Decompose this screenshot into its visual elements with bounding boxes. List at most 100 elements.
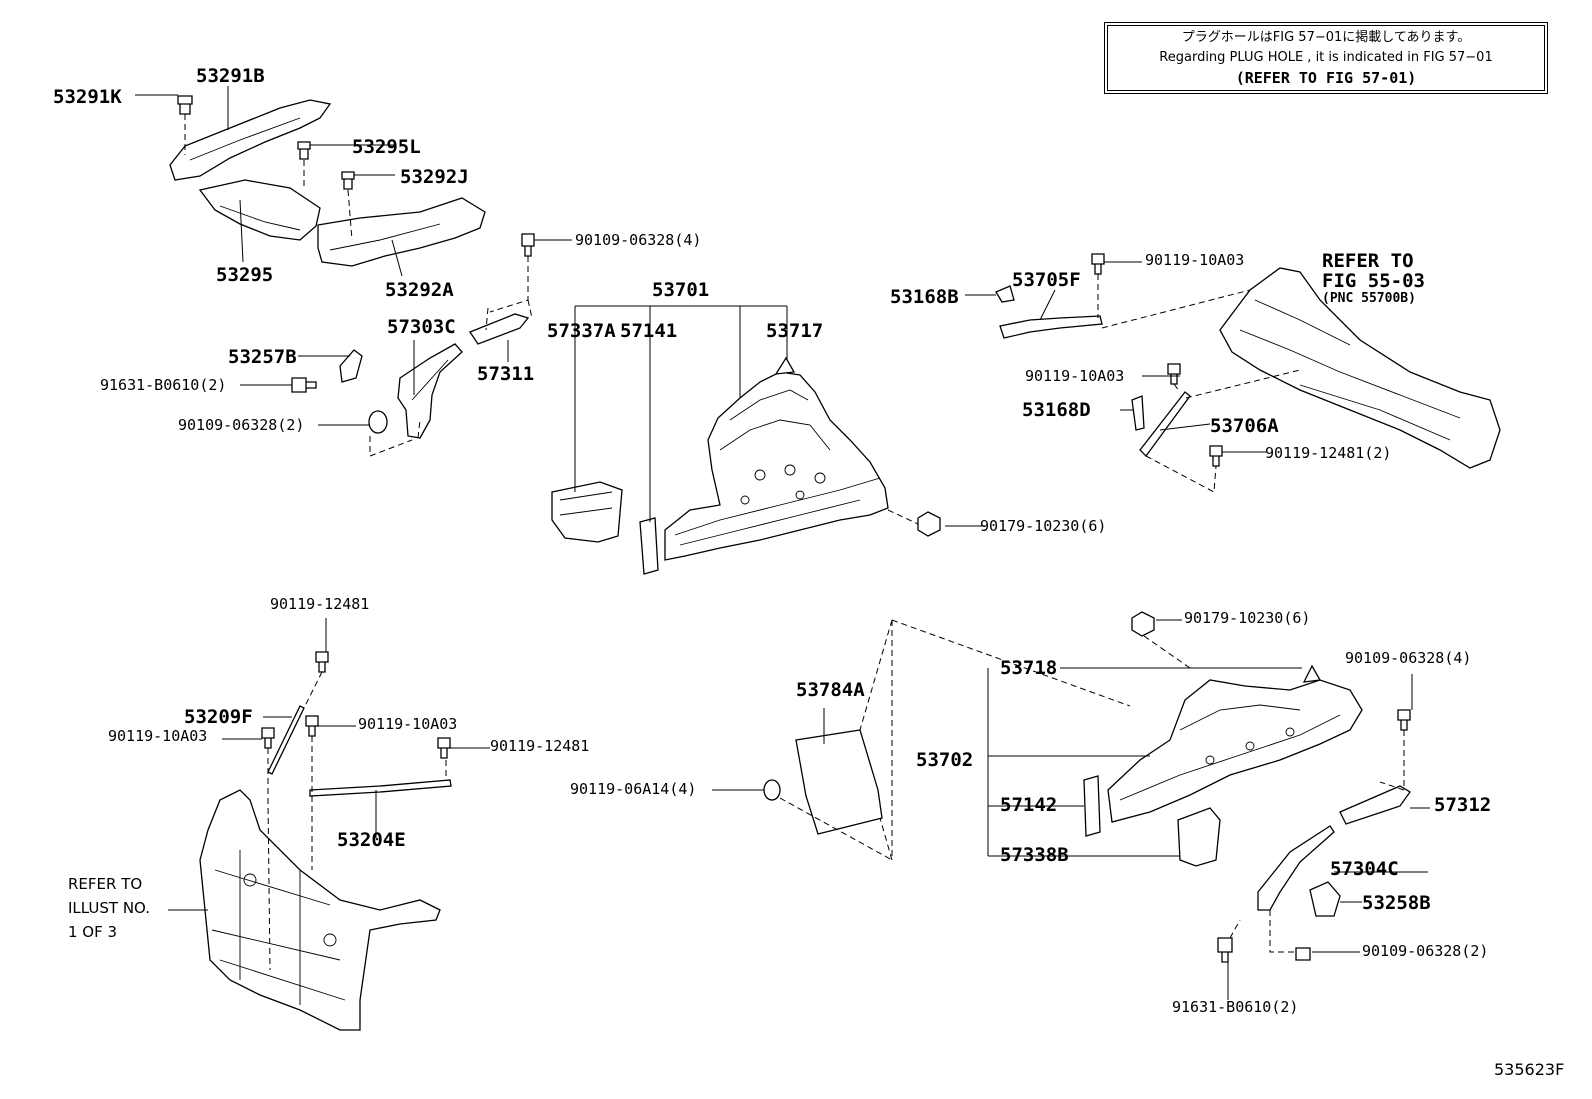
part-label: 90119-10A03: [1025, 367, 1124, 385]
bracket-57304c: [1257, 825, 1335, 911]
note-line-jp: プラグホールはFIG 57−01に掲載してあります。: [1181, 30, 1471, 45]
part-label: 90179-10230(6): [1184, 609, 1310, 627]
bolt-90119-10a03-c: [261, 727, 275, 749]
refer-illust-note: REFER TO ILLUST NO. 1 OF 3: [68, 872, 150, 944]
plate-57142: [1083, 775, 1101, 837]
plug-hole-note: プラグホールはFIG 57−01に掲載してあります。 Regarding PLU…: [1104, 22, 1548, 94]
under-cover-53295: [198, 179, 321, 241]
part-label: 57142: [1000, 794, 1057, 816]
bolt-90119-12481-single: [315, 651, 329, 673]
clip-53292j: [341, 171, 355, 190]
brace-57311: [469, 313, 530, 345]
brace-53705f: [999, 315, 1103, 339]
bracket-53717: [774, 356, 796, 375]
leader-lines: [135, 86, 1430, 1000]
part-label: 57338B: [1000, 844, 1069, 866]
part-label: 57141: [620, 320, 677, 342]
bracket-53258b: [1309, 881, 1341, 917]
part-label: 53717: [766, 320, 823, 342]
bolt-90119-12481-right: [437, 737, 451, 759]
note-line-ref: (REFER TO FIG 57-01): [1235, 69, 1417, 87]
brace-57312: [1339, 785, 1411, 825]
part-label: 53718: [1000, 657, 1057, 679]
clip-53168d: [1131, 395, 1145, 431]
clip-53295l: [297, 141, 311, 160]
part-label: 90119-10A03: [358, 715, 457, 733]
part-label: 90119-12481: [490, 737, 589, 755]
bolt-90109-06328-2-bottom: [1295, 947, 1311, 961]
apron-assembly-53701: [664, 371, 889, 561]
part-label: 57303C: [387, 316, 456, 338]
bolt-91631-b0610-bottom: [1217, 937, 1233, 963]
apron-assembly-53702: [1107, 679, 1363, 823]
refer-fig-note: REFER TO FIG 55-03 (PNC 55700B): [1322, 250, 1425, 306]
brace-53706a: [1139, 391, 1191, 457]
rod-53204e: [309, 779, 452, 797]
clip-53291k: [177, 95, 193, 115]
bolt-90119-10a03-a: [1091, 253, 1105, 275]
refer-fig-line: (PNC 55700B): [1322, 291, 1416, 306]
part-label: 90109-06328(4): [1345, 649, 1471, 667]
part-label: 90119-06A14(4): [570, 780, 696, 798]
refer-illust-line: REFER TO: [68, 875, 143, 893]
cowl-panel: [1219, 267, 1501, 469]
part-label: 90109-06328(2): [178, 416, 304, 434]
part-label: 90119-10A03: [108, 727, 207, 745]
nut-90179-10230-bottom: [1131, 611, 1155, 637]
part-label: 90119-12481(2): [1265, 444, 1391, 462]
part-label: 53258B: [1362, 892, 1431, 914]
part-label: 90109-06328(2): [1362, 942, 1488, 960]
refer-illust-line: 1 OF 3: [68, 923, 118, 941]
clip-53168b: [995, 285, 1015, 303]
refer-illust-line: ILLUST NO.: [68, 899, 151, 917]
part-label: 53705F: [1012, 269, 1081, 291]
figure-id: 535623F: [1494, 1060, 1565, 1079]
part-label: 53204E: [337, 829, 406, 851]
part-label: 53209F: [184, 706, 253, 728]
bolt-90109-06328-4-bottom: [1397, 709, 1411, 731]
part-label: 57311: [477, 363, 534, 385]
part-label: 90109-06328(4): [575, 231, 701, 249]
bolt-90119-12481-2: [1209, 445, 1223, 467]
nut-90179-10230-top: [917, 511, 941, 537]
part-label: 53292A: [385, 279, 454, 301]
seal-53784a: [795, 729, 883, 835]
part-label: 53257B: [228, 346, 297, 368]
part-label: 53701: [652, 279, 709, 301]
part-label: 53168D: [1022, 399, 1091, 421]
part-label: 53295L: [352, 136, 421, 158]
bolt-90109-06328-4-top: [521, 233, 535, 257]
part-label: 53784A: [796, 679, 865, 701]
plate-57141: [639, 517, 659, 575]
part-label: 57337A: [547, 320, 616, 342]
bracket-53718: [1302, 664, 1322, 683]
part-label: 90119-12481: [270, 595, 369, 613]
part-label: 57312: [1434, 794, 1491, 816]
part-label: 53292J: [400, 166, 469, 188]
bolt-91631-b0610: [291, 377, 317, 393]
part-label: 53706A: [1210, 415, 1279, 437]
note-line-en: Regarding PLUG HOLE , it is indicated in…: [1159, 50, 1493, 65]
part-label: 53168B: [890, 286, 959, 308]
part-labels: 53291K 53291B 53295L 53292J 53295 53292A…: [53, 65, 1491, 1016]
bracket-57338b: [1177, 807, 1221, 867]
bracket-57337a: [551, 481, 623, 543]
insulator-53291b: [169, 99, 332, 181]
part-label: 53291B: [196, 65, 265, 87]
part-label: 90119-10A03: [1145, 251, 1244, 269]
radiator-support: [199, 789, 441, 1031]
part-label: 53295: [216, 264, 273, 286]
bolt-90119-10a03-b: [1167, 363, 1181, 385]
part-label: 90179-10230(6): [980, 517, 1106, 535]
bolt-90119-10a03-d: [305, 715, 319, 737]
part-label: 91631-B0610(2): [1172, 998, 1298, 1016]
bracket-53257b: [339, 349, 363, 383]
part-label: 53702: [916, 749, 973, 771]
insulator-53292a: [317, 197, 486, 267]
bracket-57303c: [397, 343, 463, 439]
refer-fig-line: REFER TO: [1322, 250, 1414, 272]
bolt-90119-06a14: [763, 779, 781, 801]
part-label: 91631-B0610(2): [100, 376, 226, 394]
part-label: 53291K: [53, 86, 122, 108]
